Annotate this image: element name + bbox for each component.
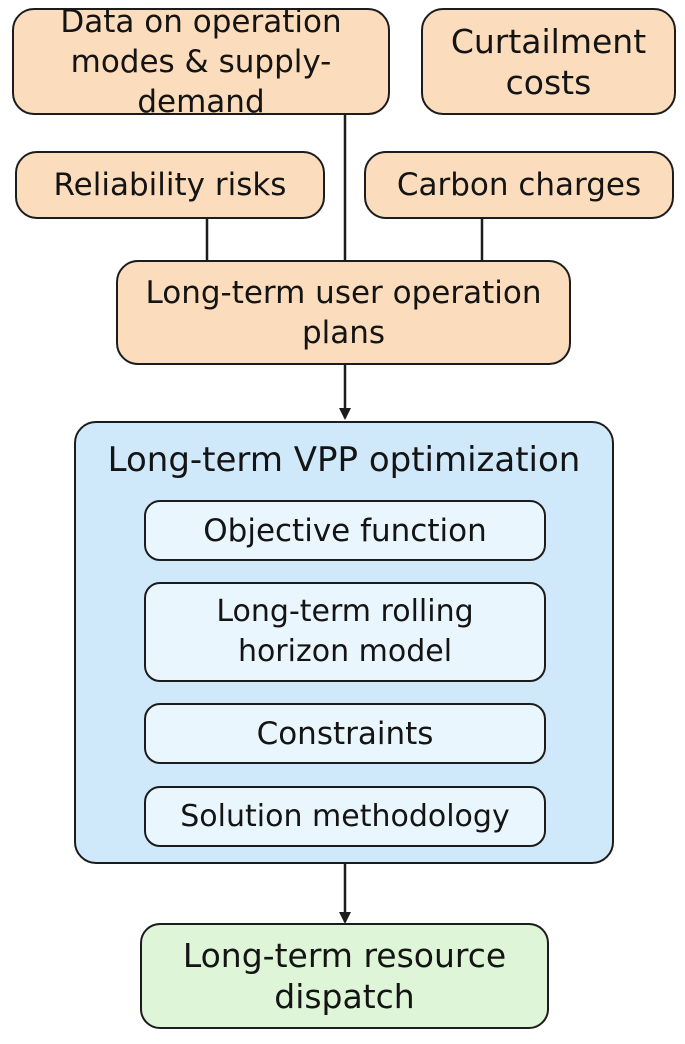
- input-carbon-charges: Carbon charges: [364, 151, 674, 219]
- input-data-operation-modes: Data on operation modes & supply-demand: [12, 4, 390, 120]
- user-operation-plans-label: Long-term user operation plans: [145, 274, 542, 351]
- input-data-operation-modes-label: Data on operation modes & supply-demand: [60, 3, 342, 120]
- input-curtailment-costs: Curtailment costs: [421, 8, 676, 115]
- input-reliability-risks: Reliability risks: [15, 151, 325, 219]
- input-curtailment-costs-label: Curtailment costs: [450, 21, 647, 102]
- optimization-item-solution-methodology: Solution methodology: [144, 786, 546, 847]
- optimization-item-constraints: Constraints: [144, 703, 546, 764]
- optimization-item-label: Solution methodology: [180, 798, 510, 834]
- optimization-item-rolling-horizon-model: Long-term rolling horizon model: [144, 582, 546, 682]
- optimization-item-label: Long-term rolling horizon model: [216, 594, 474, 669]
- input-reliability-risks-label: Reliability risks: [53, 167, 287, 203]
- optimization-item-label: Constraints: [256, 715, 434, 752]
- output-resource-dispatch: Long-term resource dispatch: [140, 923, 549, 1029]
- input-carbon-charges-label: Carbon charges: [396, 167, 642, 203]
- output-resource-dispatch-label: Long-term resource dispatch: [182, 936, 507, 1016]
- optimization-item-objective-function: Objective function: [144, 500, 546, 561]
- vpp-optimization-title: Long-term VPP optimization: [107, 440, 581, 480]
- user-operation-plans: Long-term user operation plans: [116, 260, 571, 365]
- optimization-item-label: Objective function: [203, 512, 487, 549]
